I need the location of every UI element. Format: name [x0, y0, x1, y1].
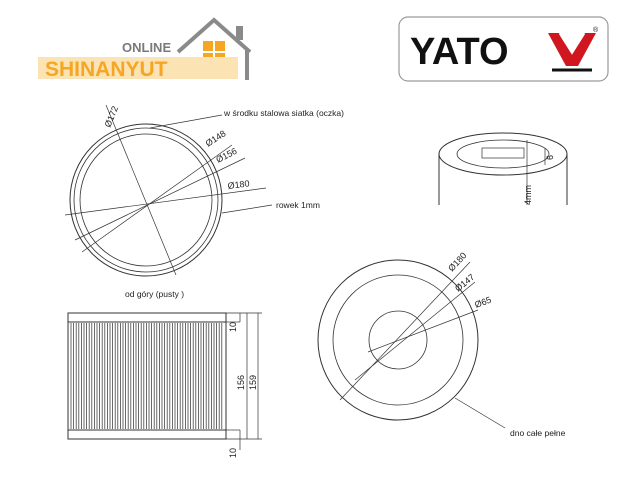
yato-emblem-icon: [548, 32, 596, 72]
dim-line-b147: [354, 281, 476, 381]
dim-line-180: [64, 187, 267, 216]
side-view: [67, 312, 227, 440]
bottom-view-inner-circle: [368, 310, 428, 370]
side-view-pleats: [70, 323, 223, 429]
dim-line-b65: [367, 309, 479, 353]
shinanyut-logo: ONLINE SHINANYUT: [38, 17, 252, 81]
top-view-inner-circle: [79, 133, 213, 267]
house-chimney-icon: [236, 26, 243, 40]
leader-groove: [221, 204, 273, 214]
leader-bottom: [454, 397, 506, 429]
label-dim-159: 159: [248, 375, 258, 390]
label-d172: Ø172: [103, 105, 121, 129]
label-b180: Ø180: [446, 250, 468, 273]
side-view-top-cap: [67, 312, 227, 323]
groove-detail: [438, 132, 568, 205]
dim-line-172: [105, 104, 177, 276]
label-dim-10-top: 10: [228, 322, 238, 332]
note-groove: rowek 1mm: [276, 200, 320, 210]
logo-banner: [38, 57, 238, 79]
label-d148: Ø148: [204, 128, 228, 148]
logo-online-text: ONLINE: [122, 40, 171, 55]
dim-line-b180: [339, 261, 471, 401]
groove-outer-ellipse: [438, 132, 568, 176]
dim-line-156: [74, 157, 246, 241]
caption-top-view: od góry (pusty ): [125, 289, 184, 299]
leader-mesh: [149, 114, 223, 129]
label-dim-6: 6: [545, 155, 555, 160]
top-view-outer-circle: [69, 123, 223, 277]
label-d180: Ø180: [227, 178, 250, 191]
top-view-ring-circle: [73, 127, 219, 273]
side-view-bottom-cap: [67, 429, 227, 440]
caption-bottom-view: dno całe pełne: [510, 428, 566, 438]
groove-slot: [481, 147, 525, 159]
label-dim-156: 156: [236, 375, 246, 390]
logo-shinanyut-text: SHINANYUT: [45, 58, 168, 81]
note-mesh: w środku stalowa siatka (oczka): [223, 108, 344, 118]
house-roof-icon: [176, 17, 252, 54]
side-view-dims: [226, 312, 262, 450]
yato-registered-mark: ®: [593, 26, 599, 34]
bottom-view: [317, 259, 506, 429]
groove-inner-ellipse: [456, 139, 550, 169]
label-dim-4mm: 4mm: [523, 185, 533, 205]
label-b65: Ø65: [473, 295, 492, 310]
bottom-view-middle-circle: [332, 274, 464, 406]
yato-logo: YATO ®: [398, 16, 609, 82]
dim-line-148: [81, 144, 233, 253]
label-dim-10-bottom: 10: [228, 448, 238, 458]
label-d156: Ø156: [214, 146, 238, 165]
yato-logo-text: YATO: [410, 31, 509, 73]
top-view: [64, 104, 273, 277]
bottom-view-outer-circle: [317, 259, 479, 421]
